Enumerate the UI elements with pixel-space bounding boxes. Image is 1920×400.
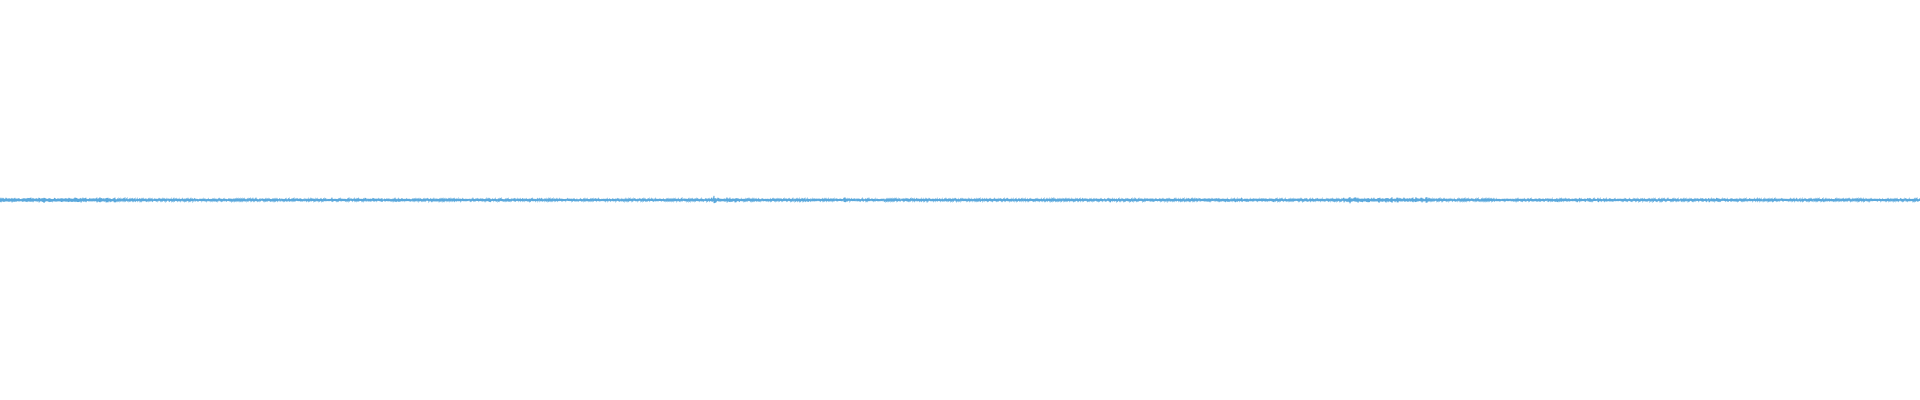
waveform-trace (0, 195, 1920, 204)
